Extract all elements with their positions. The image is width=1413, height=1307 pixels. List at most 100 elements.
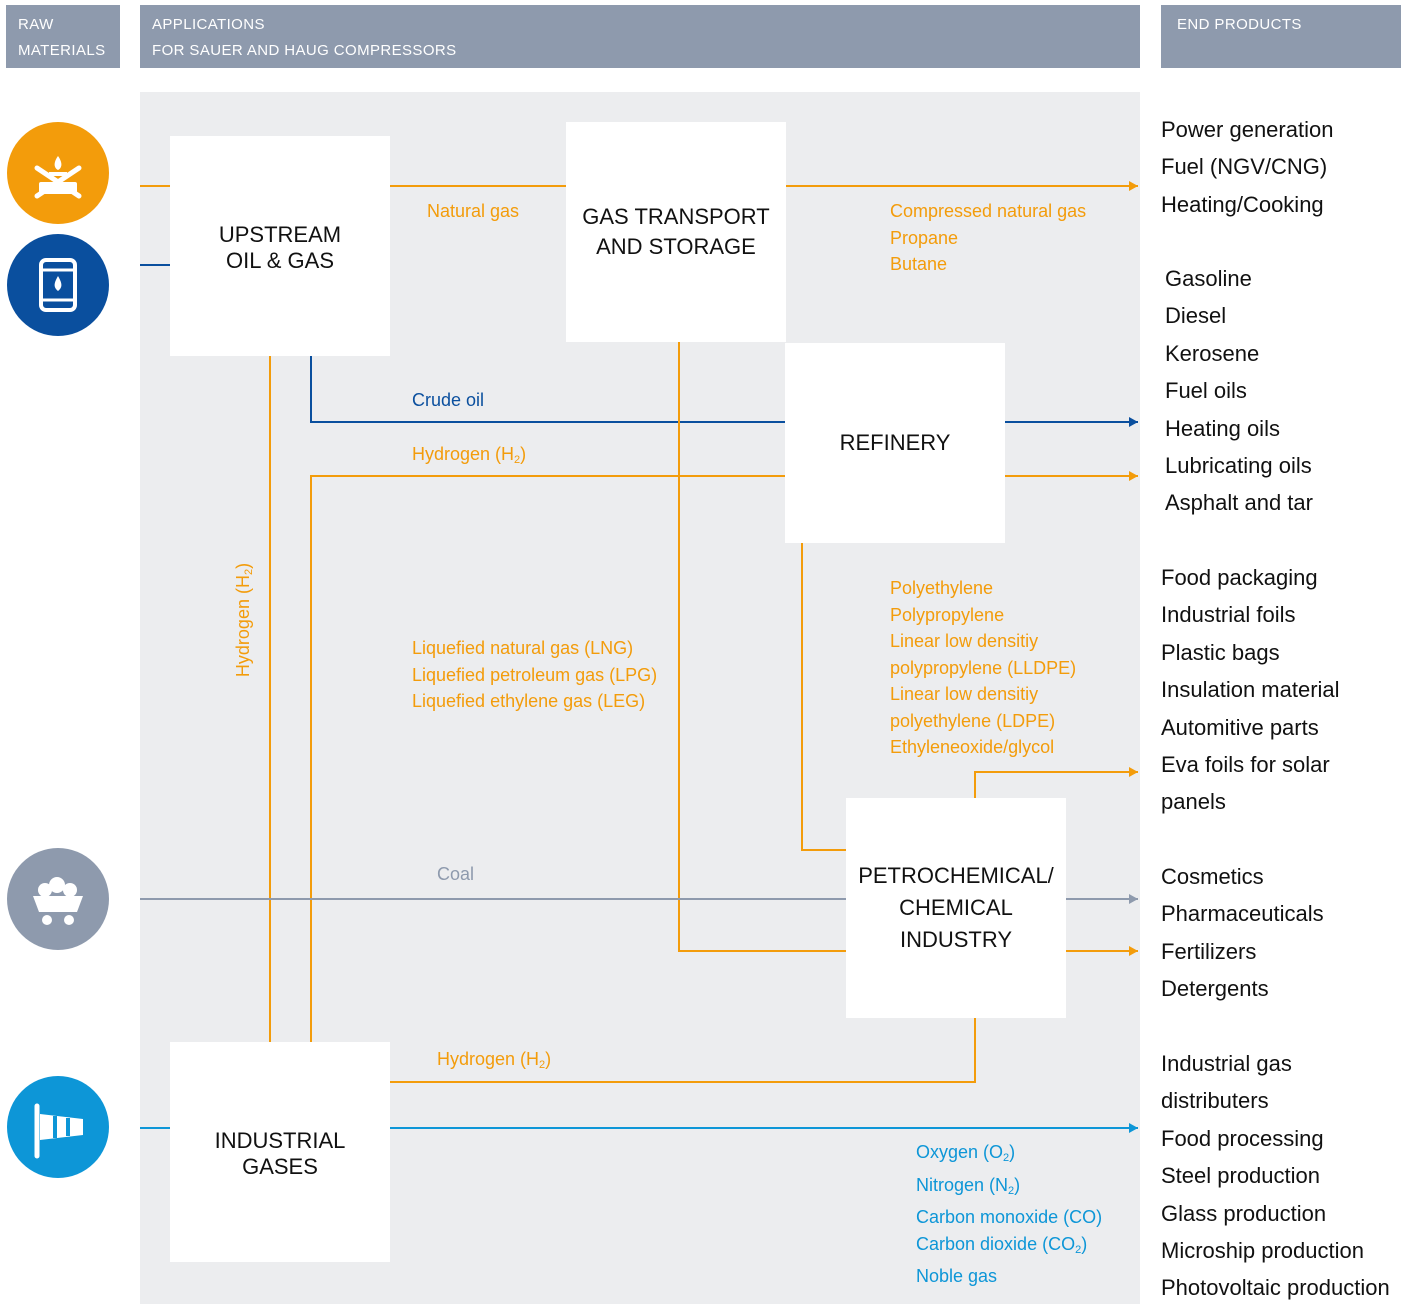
compressed-natural-gas-text: Compressed natural gas <box>890 201 1087 221</box>
header-applications-line2: FOR SAUER AND HAUG COMPRESSORS <box>152 42 457 59</box>
end-product-item: panels <box>1161 789 1226 815</box>
natural-gas-text: Natural gas <box>427 201 520 221</box>
o2-subscript: 2 <box>1003 1152 1010 1164</box>
hydrogen-vertical-label: Hydrogen (H2) <box>233 562 255 678</box>
end-products-industrial: Industrial gas distributers Food process… <box>1161 1045 1390 1307</box>
polymer-item: Linear low densitiy <box>890 684 1039 704</box>
hydrogen-refinery-prefix: Hydrogen (H <box>412 444 515 464</box>
industrial-gases-line1: INDUSTRIAL <box>214 1128 346 1153</box>
end-product-item: Automitive parts <box>1161 714 1319 740</box>
lpg-text: Liquefied petroleum gas (LPG) <box>412 664 658 685</box>
coal-label: Coal <box>437 861 474 888</box>
end-products-refinery: Gasoline Diesel Kerosene Fuel oils Heati… <box>1165 260 1313 522</box>
oil-barrel-icon <box>7 234 109 336</box>
coal-cart-icon <box>7 848 109 950</box>
end-product-item: Glass production <box>1161 1200 1327 1226</box>
header-raw-materials-line2: MATERIALS <box>18 42 106 59</box>
h2-subscript: 2 <box>539 1059 546 1071</box>
end-product-item: Diesel <box>1165 303 1227 329</box>
polymers-line <box>974 767 1138 798</box>
end-product-item: Detergents <box>1161 976 1269 1002</box>
header-applications-line1: APPLICATIONS <box>152 16 265 33</box>
hydrogen-refinery-label: Hydrogen (H2) <box>412 441 526 474</box>
petrochemical-line1: PETROCHEMICAL/ <box>858 863 1054 888</box>
hydrogen-industrial-line <box>390 1018 976 1083</box>
polymer-item: polypropylene (LLDPE) <box>890 657 1077 678</box>
end-product-item: Fuel (NGV/CNG) <box>1161 154 1328 180</box>
polymer-item: Polyethylene <box>890 578 994 598</box>
oxygen-text: Oxygen (O2) <box>916 1142 1016 1164</box>
crude-oil-text: Crude oil <box>412 390 485 410</box>
nitrogen-text: Nitrogen (N2) <box>916 1174 1021 1197</box>
end-product-item: Steel production <box>1161 1163 1320 1189</box>
end-product-item: Industrial foils <box>1161 602 1296 628</box>
lng-text: Liquefied natural gas (LNG) <box>412 638 634 658</box>
header-end-products-label: END PRODUCTS <box>1177 16 1302 33</box>
header-applications: APPLICATIONS FOR SAUER AND HAUG COMPRESS… <box>140 5 1140 68</box>
end-product-item: Cosmetics <box>1161 864 1264 889</box>
end-product-item: Power generation <box>1161 117 1334 142</box>
carbon-monoxide-text: Carbon monoxide (CO) <box>916 1207 1103 1227</box>
end-product-item: Kerosene <box>1165 340 1260 366</box>
polymer-item: polyethylene (LDPE) <box>890 710 1056 731</box>
end-product-item: Photovoltaic production <box>1161 1275 1390 1301</box>
polymer-item: Ethyleneoxide/glycol <box>890 737 1055 757</box>
liquefied-gases-label: Liquefied natural gas (LNG) Liquefied pe… <box>412 635 657 715</box>
hydrogen-vertical-text: Hydrogen (H <box>233 575 253 678</box>
co2-subscript: 2 <box>1075 1243 1082 1256</box>
leg-text: Liquefied ethylene gas (LEG) <box>412 691 646 711</box>
h2-subscript: 2 <box>514 454 521 466</box>
end-product-item: Eva foils for solar <box>1161 752 1330 778</box>
noble-gas-text: Noble gas <box>916 1266 998 1286</box>
propane-text: Propane <box>890 227 959 248</box>
end-products-chemicals: Cosmetics Pharmaceuticals Fertilizers De… <box>1161 858 1324 1008</box>
end-product-item: Industrial gas <box>1161 1051 1292 1076</box>
end-product-item: Heating oils <box>1165 415 1280 441</box>
oxygen-prefix: Oxygen (O <box>916 1142 1004 1162</box>
upstream-line2: OIL & GAS <box>225 248 334 273</box>
end-product-item: Food processing <box>1161 1125 1324 1151</box>
petrochemical-box: PETROCHEMICAL/ CHEMICAL INDUSTRY <box>846 798 1066 1018</box>
hydrogen-refinery-text: Hydrogen (H2) <box>412 444 527 466</box>
end-product-item: Food packaging <box>1161 565 1318 590</box>
petrochemical-line2: CHEMICAL <box>899 895 1013 920</box>
carbon-dioxide-prefix: Carbon dioxide (CO <box>916 1233 1076 1254</box>
butane-text: Butane <box>890 254 948 274</box>
gas-burner-icon <box>7 122 109 224</box>
end-product-item: Pharmaceuticals <box>1161 901 1324 927</box>
transport-line1: GAS TRANSPORT <box>582 204 770 229</box>
coal-text: Coal <box>437 864 475 884</box>
header-end-products: END PRODUCTS <box>1161 5 1401 68</box>
header-raw-materials: RAW MATERIALS <box>6 5 120 68</box>
end-product-item: Microship production <box>1161 1238 1364 1264</box>
end-product-item: Plastic bags <box>1161 639 1280 665</box>
end-product-item: distributers <box>1161 1088 1269 1114</box>
gas-transport-box: GAS TRANSPORT AND STORAGE <box>566 122 786 342</box>
polymers-label: Polyethylene Polypropylene Linear low de… <box>890 575 1076 761</box>
petrochemical-line3: INDUSTRY <box>899 927 1013 952</box>
end-product-item: Fuel oils <box>1165 378 1247 404</box>
end-products-plastics: Food packaging Industrial foils Plastic … <box>1161 559 1340 821</box>
industrial-gas-list: Oxygen (O2) Nitrogen (N2) Carbon monoxid… <box>916 1139 1102 1290</box>
polymer-item: Polypropylene <box>890 604 1005 625</box>
n2-subscript: 2 <box>1008 1184 1015 1197</box>
industrial-gases-line2: GASES <box>242 1154 318 1179</box>
hydrogen-industrial-text: Hydrogen (H2) <box>437 1049 552 1071</box>
end-products-gas: Power generation Fuel (NGV/CNG) Heating/… <box>1161 111 1333 223</box>
upstream-oil-gas-box: UPSTREAM OIL & GAS <box>170 136 390 356</box>
carbon-dioxide-text: Carbon dioxide (CO2) <box>916 1233 1088 1256</box>
nitrogen-prefix: Nitrogen (N <box>916 1174 1009 1195</box>
header-raw-materials-line1: RAW <box>18 16 54 33</box>
hydrogen-industrial-prefix: Hydrogen (H <box>437 1049 540 1069</box>
hydrogen-industrial-label: Hydrogen (H2) <box>437 1046 551 1079</box>
end-product-item: Asphalt and tar <box>1165 490 1313 516</box>
refinery-box: REFINERY <box>785 343 1005 543</box>
transport-line2: AND STORAGE <box>596 234 756 259</box>
upstream-line1: UPSTREAM <box>218 222 342 247</box>
end-product-item: Lubricating oils <box>1165 453 1312 479</box>
windsock-icon <box>7 1076 109 1178</box>
refinery-label: REFINERY <box>839 430 951 455</box>
crude-oil-label: Crude oil <box>412 387 484 414</box>
end-product-item: Fertilizers <box>1161 938 1257 964</box>
polymer-item: Linear low densitiy <box>890 631 1039 651</box>
